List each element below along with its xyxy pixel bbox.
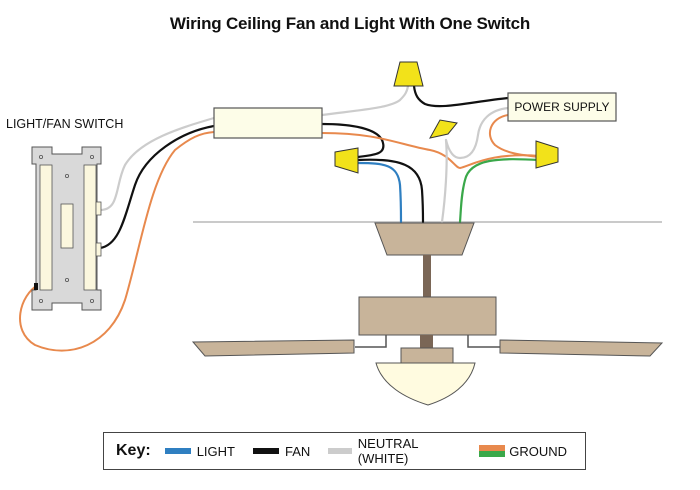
neutral-wire-top — [320, 84, 410, 117]
wires — [19, 84, 542, 352]
neutral-wire-power — [444, 106, 510, 160]
wire-nut-icon — [535, 140, 559, 169]
junction-box — [213, 107, 323, 139]
fan-motor-housing — [358, 296, 497, 336]
legend-label: LIGHT — [196, 443, 235, 459]
wire-nut-icon — [393, 61, 424, 87]
legend-item-ground: GROUND — [479, 444, 567, 459]
fan-canopy — [374, 222, 475, 256]
fan-blade-right — [499, 339, 664, 357]
fan-rod-lower — [420, 335, 433, 349]
power-supply-label: POWER SUPPLY — [514, 100, 610, 114]
wire-nut-icon — [334, 147, 359, 174]
fan-wire-power — [412, 84, 510, 108]
light-wire — [356, 161, 403, 224]
legend-item-fan: FAN — [252, 443, 311, 459]
switch-strip-right — [83, 164, 97, 291]
neutral-wire-down — [440, 138, 448, 224]
legend-label: FAN — [284, 443, 311, 459]
wire-nut-icon — [429, 119, 458, 139]
legend-title: Key: — [116, 442, 151, 459]
light-fan-switch — [31, 146, 102, 311]
legend-swatch-ground — [479, 445, 506, 457]
diagram-title: Wiring Ceiling Fan and Light With One Sw… — [169, 14, 531, 33]
ground-wire-box — [321, 132, 541, 170]
switch-terminal — [95, 201, 102, 216]
legend: Key: LIGHT FAN NEUTRAL (WHITE) GROUND — [103, 432, 586, 470]
legend-label: GROUND — [509, 443, 567, 459]
neutral-wire-switch — [98, 116, 216, 212]
ground-wire-fan — [458, 158, 542, 224]
legend-swatch-light — [164, 448, 191, 454]
fan-wire-switch — [98, 124, 216, 250]
fan-downrod — [423, 255, 431, 297]
ground-wire-switch — [19, 131, 215, 352]
blade-arm-left — [355, 335, 387, 348]
ground-wire-power — [488, 114, 541, 158]
fan-blade-left — [191, 339, 355, 357]
legend-swatch-neutral — [328, 448, 352, 454]
toggle-icon — [60, 203, 74, 249]
legend-swatch-fan — [252, 448, 279, 454]
light-globe — [375, 362, 476, 406]
power-supply-box — [507, 92, 617, 122]
switch-label: LIGHT/FAN SWITCH — [6, 117, 124, 131]
legend-item-light: LIGHT — [164, 443, 235, 459]
ground-terminal — [34, 283, 38, 290]
legend-item-neutral: NEUTRAL (WHITE) — [328, 436, 461, 466]
switch-terminal — [95, 242, 102, 257]
blade-arm-right — [467, 335, 500, 348]
light-kit-cap — [400, 347, 454, 364]
ceiling-fan — [191, 222, 664, 406]
switch-strip-left — [39, 164, 53, 291]
fan-wire-box — [320, 122, 385, 159]
legend-label: NEUTRAL (WHITE) — [357, 436, 418, 466]
fan-wire-down — [356, 158, 425, 224]
